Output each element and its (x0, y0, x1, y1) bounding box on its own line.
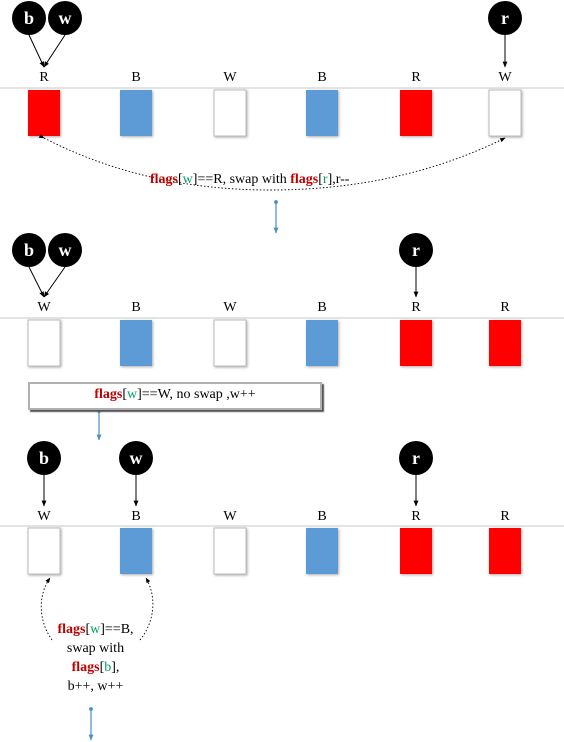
pointer-b-arrow (28, 34, 45, 68)
flag-label: R (411, 509, 421, 524)
pointer-w-icon (48, 233, 82, 267)
flag-box-r (400, 320, 432, 366)
flag-label: W (37, 509, 51, 524)
flag-label: R (500, 509, 510, 524)
caption-keyword: flags (71, 660, 100, 675)
pointer-w-label: w (130, 448, 143, 468)
caption-line: swap with (66, 641, 125, 656)
caption-text: ], (111, 660, 120, 675)
flag-box-b (120, 320, 152, 366)
pointer-w-icon (119, 441, 153, 475)
pointer-b-label: b (24, 240, 34, 260)
flag-box-w (213, 527, 247, 575)
caption-step1: flags[w]==R, swap with flags[r],r-- (150, 172, 349, 188)
flag-box-r (400, 528, 432, 574)
flag-box-r (400, 90, 432, 136)
pointer-r-icon (399, 441, 433, 475)
pointer-w-arrow (43, 34, 66, 68)
pointer-b-icon (27, 441, 61, 475)
array-state-1: R B W B R Wb w r (0, 1, 564, 137)
flag-label: W (223, 300, 237, 315)
swap-curve-right-step3 (139, 577, 154, 641)
caption-keyword: flags (94, 387, 123, 402)
flag-label: R (39, 70, 49, 85)
flag-box-r (489, 528, 521, 574)
caption-line: b++, w++ (67, 679, 124, 694)
pointer-r-label: r (412, 448, 420, 468)
flag-label: B (131, 509, 140, 524)
pointer-w-arrow (43, 266, 66, 298)
flag-label: B (131, 300, 140, 315)
caption-line: flags[b], (38, 658, 153, 677)
flag-box-r (28, 90, 60, 136)
caption-text: [ (178, 172, 183, 187)
pointer-w-label: w (59, 8, 72, 28)
caption-keyword: flags (150, 172, 178, 187)
array-state-3: W B W B R Rb w r (0, 441, 564, 575)
caption-text: [ (318, 172, 323, 187)
swap-curve-step1 (38, 133, 506, 191)
flag-box-b (306, 320, 338, 366)
caption-step2: flags[w]==W, no swap ,w++ (28, 382, 322, 410)
flag-box-w (213, 319, 247, 367)
flag-box-b (120, 528, 152, 574)
caption-keyword: flags (290, 172, 319, 187)
pointer-b-label: b (39, 448, 49, 468)
pointer-w-icon (48, 1, 82, 35)
array-state-2: W B W B R Rb w r (0, 233, 564, 367)
flag-label: R (500, 300, 510, 315)
flag-box-w (27, 319, 61, 367)
caption-variable: w (90, 622, 101, 637)
pointer-b-icon (12, 233, 46, 267)
flag-label: B (317, 300, 326, 315)
caption-text: ]==W, no swap ,w++ (137, 387, 256, 402)
pointer-b-icon (12, 1, 46, 35)
pointer-r-icon (399, 233, 433, 267)
flag-label: B (131, 70, 140, 85)
flag-label: R (411, 70, 421, 85)
pointer-r-label: r (501, 8, 509, 28)
flag-label: R (411, 300, 421, 315)
flag-label: W (498, 70, 512, 85)
caption-text: [ (122, 387, 127, 402)
caption-variable: w (182, 172, 193, 187)
swap-curve-left-step3 (40, 577, 53, 641)
caption-text: ],r-- (327, 172, 350, 187)
caption-text: [ (85, 622, 91, 637)
caption-variable: b (104, 660, 112, 675)
flag-box-w (488, 89, 522, 137)
flag-label: B (317, 70, 326, 85)
flag-box-b (306, 90, 338, 136)
caption-step3: flags[w]==B, swap with flags[b], b++, w+… (38, 620, 153, 696)
flag-box-w (213, 89, 247, 137)
caption-variable: w (126, 387, 138, 402)
pointer-b-arrow (28, 266, 45, 298)
pointer-r-label: r (412, 240, 420, 260)
caption-text: ]==R, swap with (192, 172, 291, 187)
pointer-r-icon (488, 1, 522, 35)
caption-text: [ (99, 660, 105, 675)
flag-box-b (120, 90, 152, 136)
pointer-w-label: w (59, 240, 72, 260)
flag-box-r (489, 320, 521, 366)
caption-line: flags[w]==B, (38, 620, 153, 639)
caption-keyword: flags (57, 622, 86, 637)
flag-label: B (317, 509, 326, 524)
pointer-b-label: b (24, 8, 34, 28)
flag-box-w (27, 527, 61, 575)
flag-label: W (223, 509, 237, 524)
caption-variable: r (322, 172, 328, 187)
caption-text: ]==B, (100, 622, 134, 637)
flag-label: W (223, 70, 237, 85)
flag-box-b (306, 528, 338, 574)
flag-label: W (37, 300, 51, 315)
